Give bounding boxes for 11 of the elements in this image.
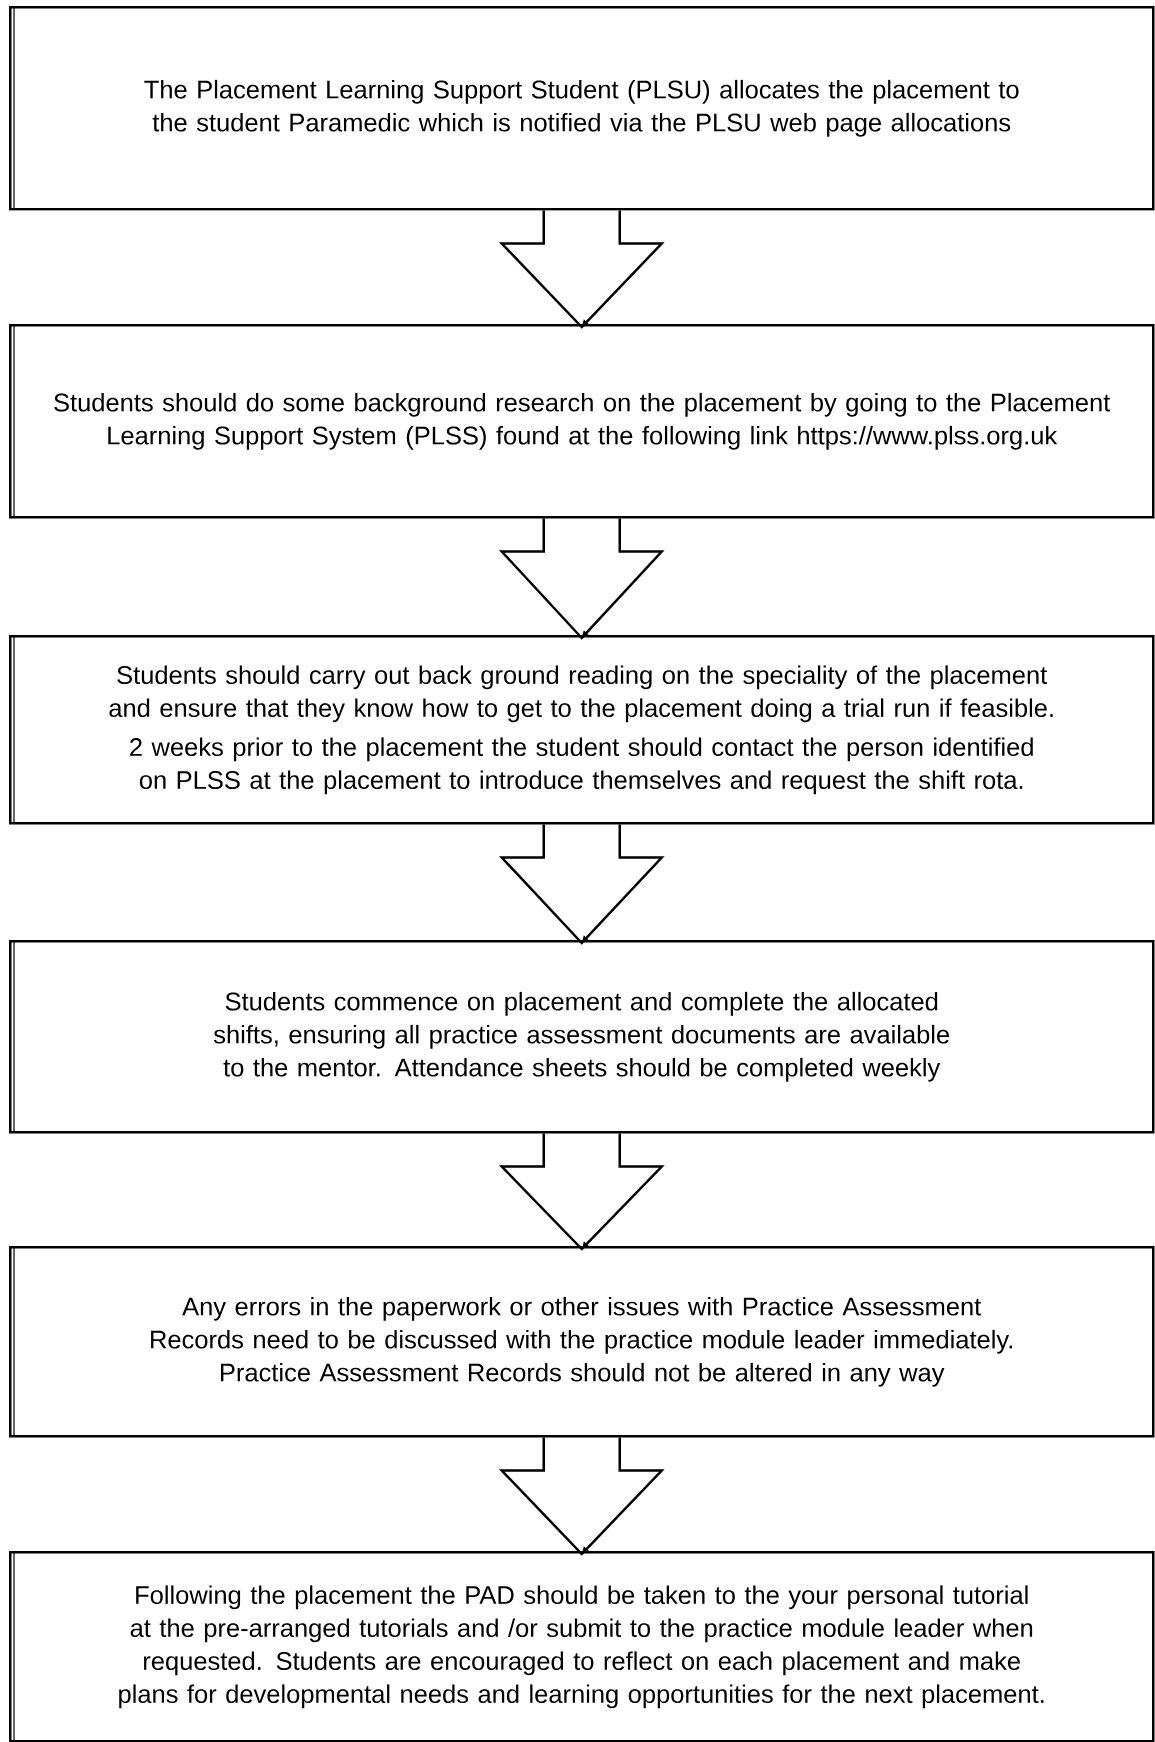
process-box: Students commence on placement and complete the allocated shifts, ensuring all practice assessment documents are available to the mentor. Attendance sheets should be completed weekly (9, 939, 1155, 1134)
block-arrow (498, 823, 665, 945)
process-box: Following the placement the PAD should be taken to the your personal tutorial at the pre-arranged tutorials and /or submit to the practice module leader when requested. Students are encouraged to reflect on each placement and make plans for developmental needs and learning opportunities for the next placement. (9, 1550, 1155, 1742)
process-box: The Placement Learning Support Student (PLSU) allocates the placement to the student Paramedic which is notified via the PLSU web page allocations (9, 5, 1155, 211)
block-arrow (498, 1436, 665, 1556)
process-box: Students should carry out back ground reading on the speciality of the placement and ensure that they know how to get to the placement doing a trial run if feasible. 2 weeks prior to the placement the student should contact the person identified on PLSS at the placement to introduce themselves and request the shift rota. (9, 634, 1155, 825)
block-arrow (498, 517, 665, 640)
process-box: Students should do some background research on the placement by going to the Placement Learning Support System (PLSS) found at the following link https://www.plss.org.uk (9, 323, 1155, 519)
block-arrow (498, 209, 665, 329)
block-arrow (498, 1132, 665, 1251)
process-box: Any errors in the paperwork or other issues with Practice Assessment Records need to be discussed with the practice module leader immediately. Practice Assessment Records should not be altered in any way (9, 1245, 1155, 1438)
